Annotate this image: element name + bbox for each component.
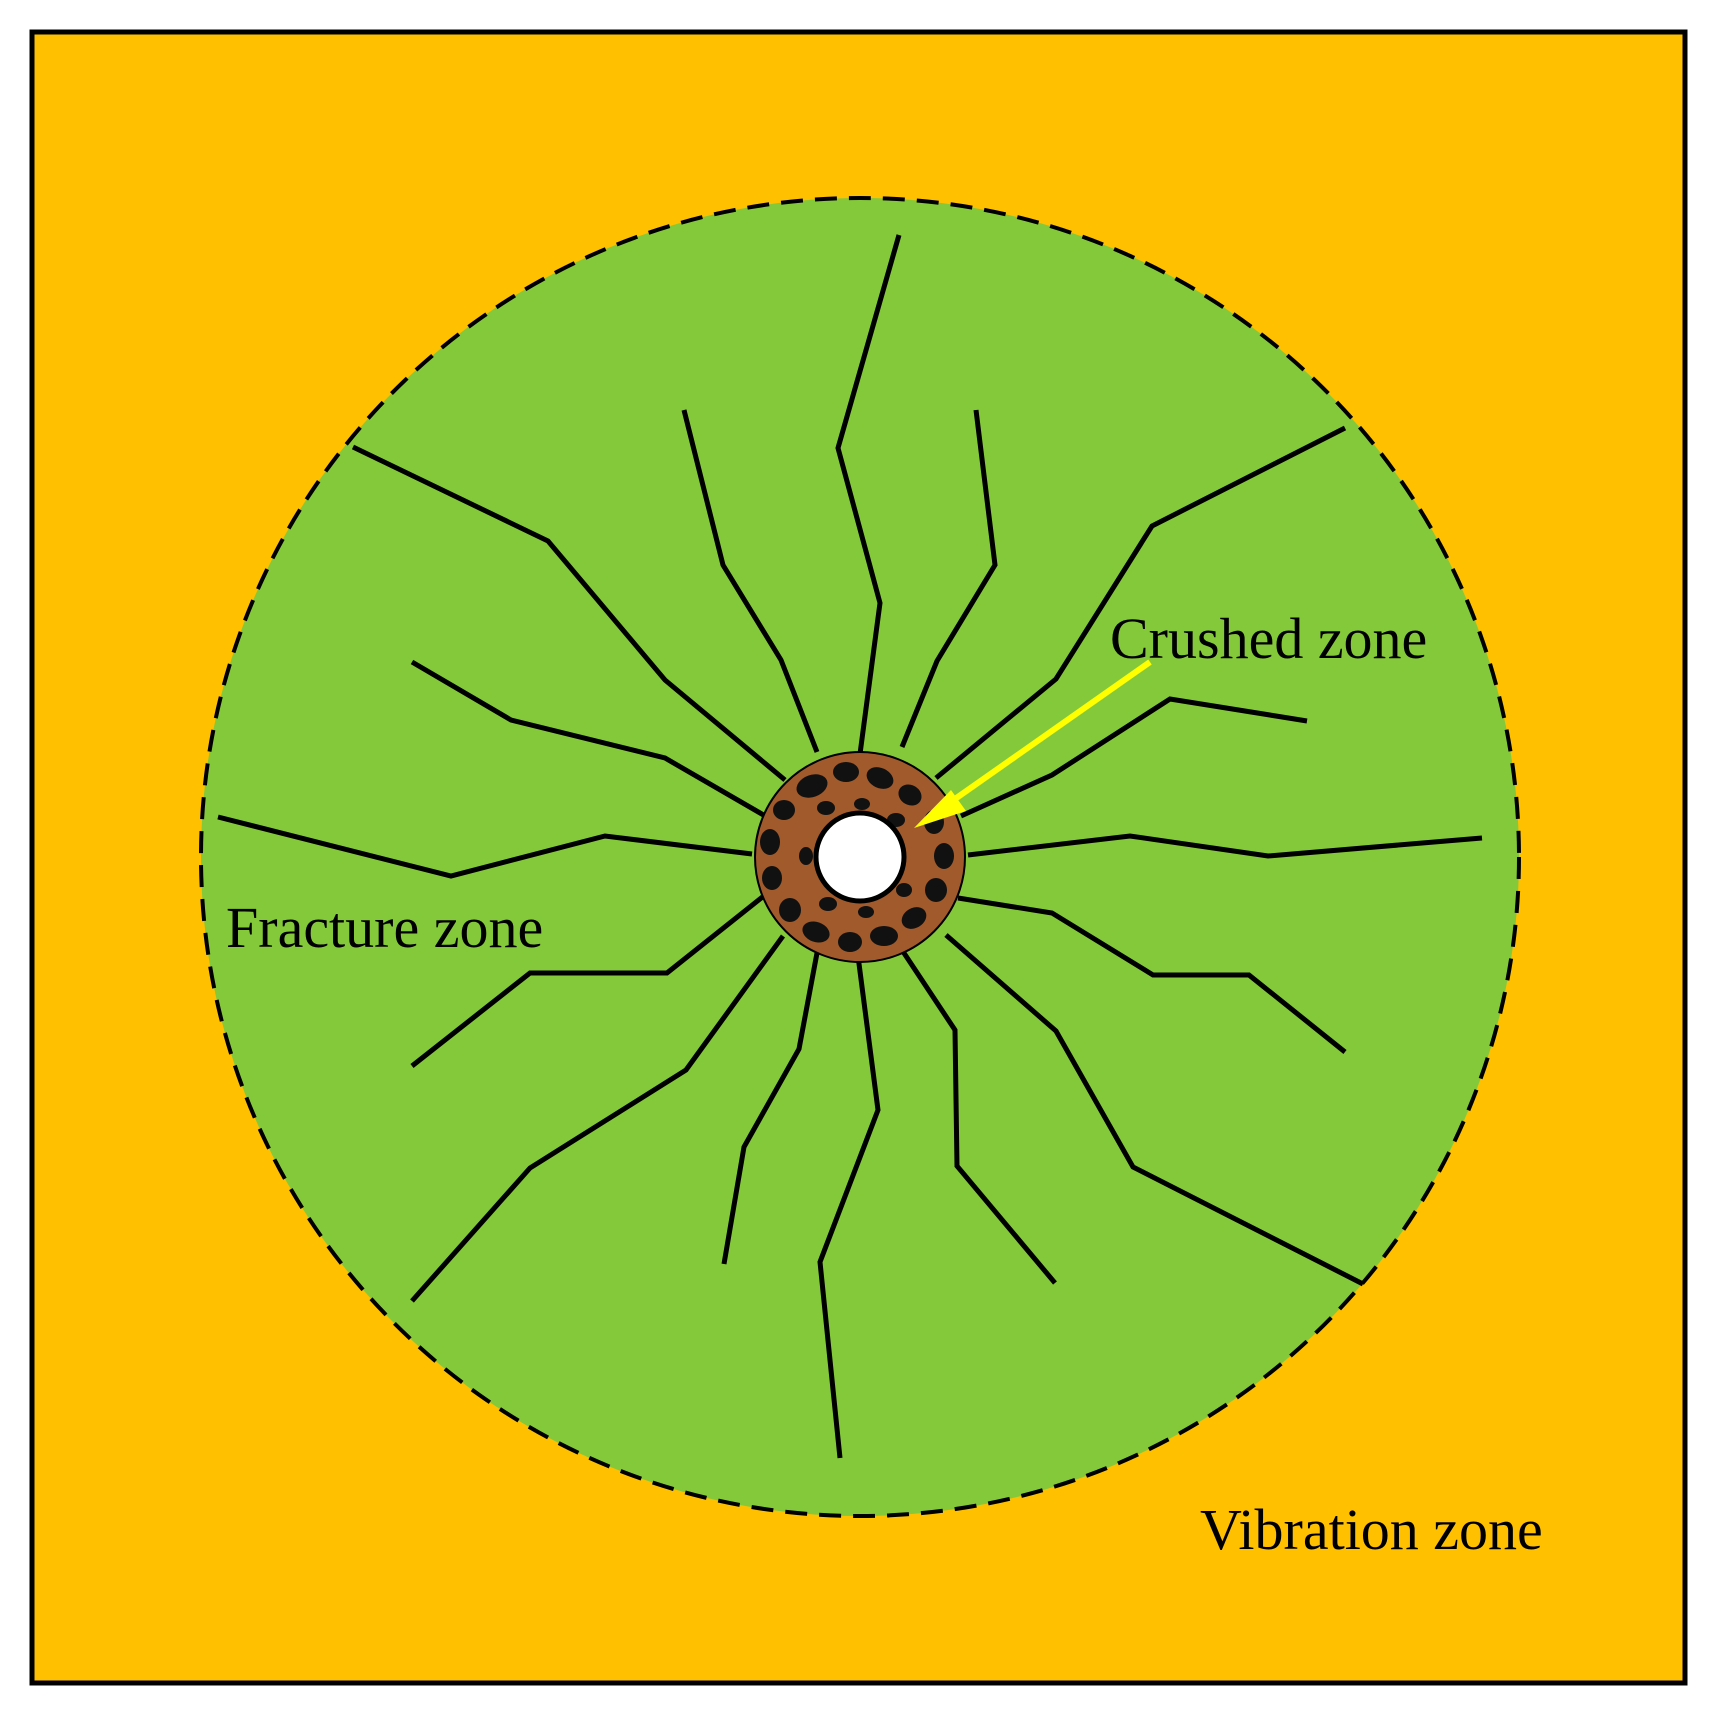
crack-line: [721, 952, 820, 1265]
crack-line: [899, 409, 998, 748]
crushed-zone-arrow: [914, 659, 1152, 828]
crack-line: [217, 814, 753, 879]
crack-line: [899, 948, 1057, 1285]
crushed-zone-outline: [754, 751, 966, 963]
crack-line: [957, 895, 1347, 1054]
borehole: [813, 810, 907, 904]
crushed-zone-label: Crushed zone: [1110, 606, 1427, 671]
crack-line: [959, 696, 1308, 819]
crack-line: [681, 409, 820, 753]
crack-line: [410, 659, 769, 820]
crack-line: [944, 933, 1365, 1287]
crack-line: [351, 444, 787, 782]
vibration-zone-label: Vibration zone: [1200, 1497, 1543, 1562]
crack-line: [410, 893, 767, 1068]
crack-line: [817, 955, 881, 1459]
crack-line: [835, 234, 902, 755]
crack-line: [934, 425, 1347, 780]
crack-line: [410, 934, 786, 1303]
fracture-zone-label: Fracture zone: [226, 895, 543, 960]
crack-line: [967, 833, 1483, 859]
crushed-zone-texture: [760, 762, 954, 952]
radial-cracks: [217, 234, 1483, 1459]
